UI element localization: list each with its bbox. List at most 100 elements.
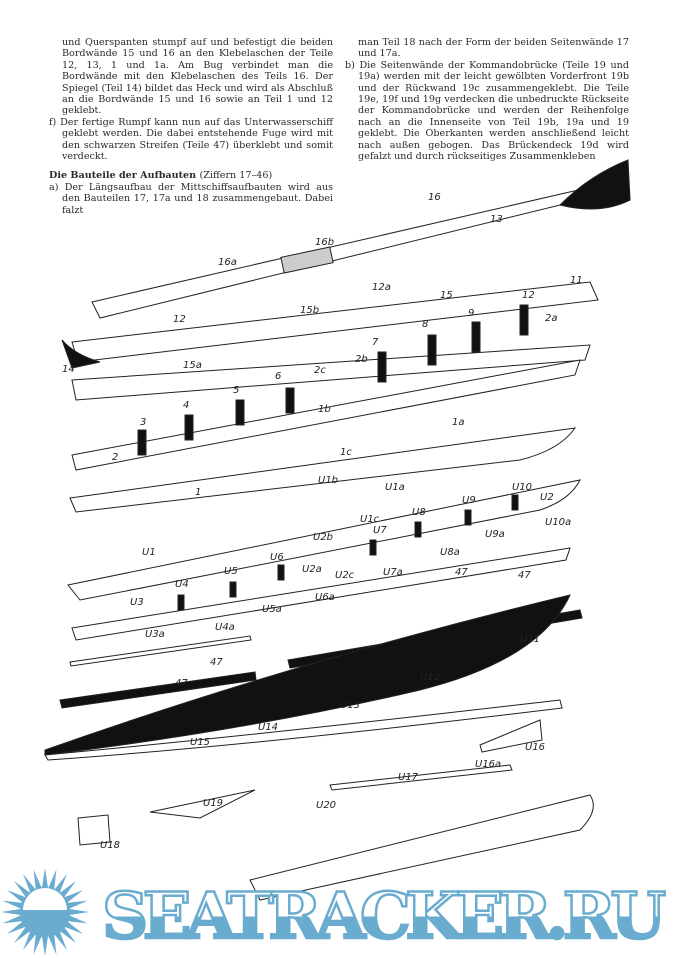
sun-ray [54,873,67,893]
part-label: U4 [175,579,189,590]
sun-ray [2,900,23,909]
part-label: 47 [210,657,223,668]
sun-ray [59,926,77,944]
sun-ray [23,873,36,893]
sun-ray [48,869,57,890]
part-label: U6 [270,552,284,563]
part-U18 [77,814,111,846]
part-label: U5a [262,604,282,615]
sun-ray [2,915,23,924]
sun-ray [6,921,26,934]
lower-hull [249,794,594,901]
sun-ray [33,869,42,890]
part-label: U19 [203,798,223,809]
sun-ray [67,915,88,924]
part-label: 47 [175,678,188,689]
sun-ray [68,908,89,916]
part-label: U1 [142,547,156,558]
part-label: U10a [545,517,571,528]
part-label: 5 [233,385,239,396]
sun-ray [1,908,22,916]
part-label: U1a [385,482,405,493]
part-label: 8 [422,319,428,330]
part-label: 13 [490,214,503,225]
part-label: 3 [140,417,146,428]
sun-ray [23,931,36,951]
sun-ray [67,900,88,909]
part-label: 2b [355,354,368,365]
part-label: 9 [468,308,474,319]
part-label: U6a [315,592,335,603]
sun-ray [54,931,67,951]
part-label: U8a [440,547,460,558]
part-label: 47 [518,570,531,581]
part-label: U4a [215,622,235,633]
paragraph-f: f) Der fertige Rumpf kann nun auf das Un… [49,116,333,163]
part-label: U9a [485,529,505,540]
strip-47b [59,671,257,709]
keel-U14 [44,699,563,761]
part-label: 12a [372,282,391,293]
watermark: SEATRACKER.RU [101,878,668,956]
part-label: U2 [540,492,554,503]
part-label: U17 [398,772,419,783]
part-label: U14 [258,722,278,733]
sun-ray [41,935,49,956]
part-label: 1b [318,404,331,415]
deck-1a [71,359,581,471]
deck-1 [69,427,577,513]
part-label: U12 [420,672,440,683]
part-label: 16 [428,192,441,203]
right-text-column: man Teil 18 nach der Form der beiden Sei… [345,37,629,162]
section-heading: Die Bauteile der Aufbauten (Ziffern 17–4… [49,170,333,181]
part-label: U5 [224,566,238,577]
part-label: 11 [570,275,583,286]
part-label: 15 [440,290,453,301]
part-label: U2a [302,564,322,575]
part-label: U7a [383,567,403,578]
part-label: 7 [372,337,379,348]
bow-black [559,159,631,210]
part-label: 2a [545,313,558,324]
part-label: U20 [316,800,336,811]
part-label: U2b [313,532,333,543]
part-label: U11 [520,634,540,645]
watermark-sun-icon [1,868,89,956]
part-label: U16a [475,759,501,770]
part-label: 15b [300,305,319,316]
deck-U2 [71,547,571,641]
stern-14 [61,339,101,369]
part-label: U1b [318,475,338,486]
hull-U1 [67,479,581,601]
sun-ray [64,921,84,934]
paragraph-b: b) Die Seitenwände der Kommandobrücke (T… [345,59,629,163]
part-label: 2c [314,365,326,376]
part-label: U7 [373,525,387,536]
part-label: U3 [130,597,144,608]
left-text-column: und Querspanten stumpf auf und befestigt… [49,37,333,216]
frames [137,304,529,611]
heading-subtitle: (Ziffern 17–46) [199,170,273,182]
part-label: U8 [412,507,426,518]
part-label: 16b [315,237,334,248]
shaft-U17 [329,764,513,791]
part-16b-hatched [280,246,334,274]
strip-47c [69,635,252,667]
heading-title: Die Bauteile der Aufbauten [49,170,197,182]
part-label: U15 [190,737,210,748]
deck-15a [71,344,591,401]
part-label: U9 [462,495,476,506]
part-label: U10 [512,482,532,493]
part-label: 15a [183,360,202,371]
bottom-hull-U11-U15 [44,594,571,756]
part-label: U1c [360,514,380,525]
sun-ray [33,934,42,955]
part-label: 1c [340,447,352,458]
part-label: 1 [195,487,201,498]
part-label: U3a [145,629,165,640]
part-U19 [149,789,256,819]
paragraph-e-continued: und Querspanten stumpf auf und befestigt… [62,37,333,117]
part-label: U2c [335,570,355,581]
sun-ray [6,890,26,903]
